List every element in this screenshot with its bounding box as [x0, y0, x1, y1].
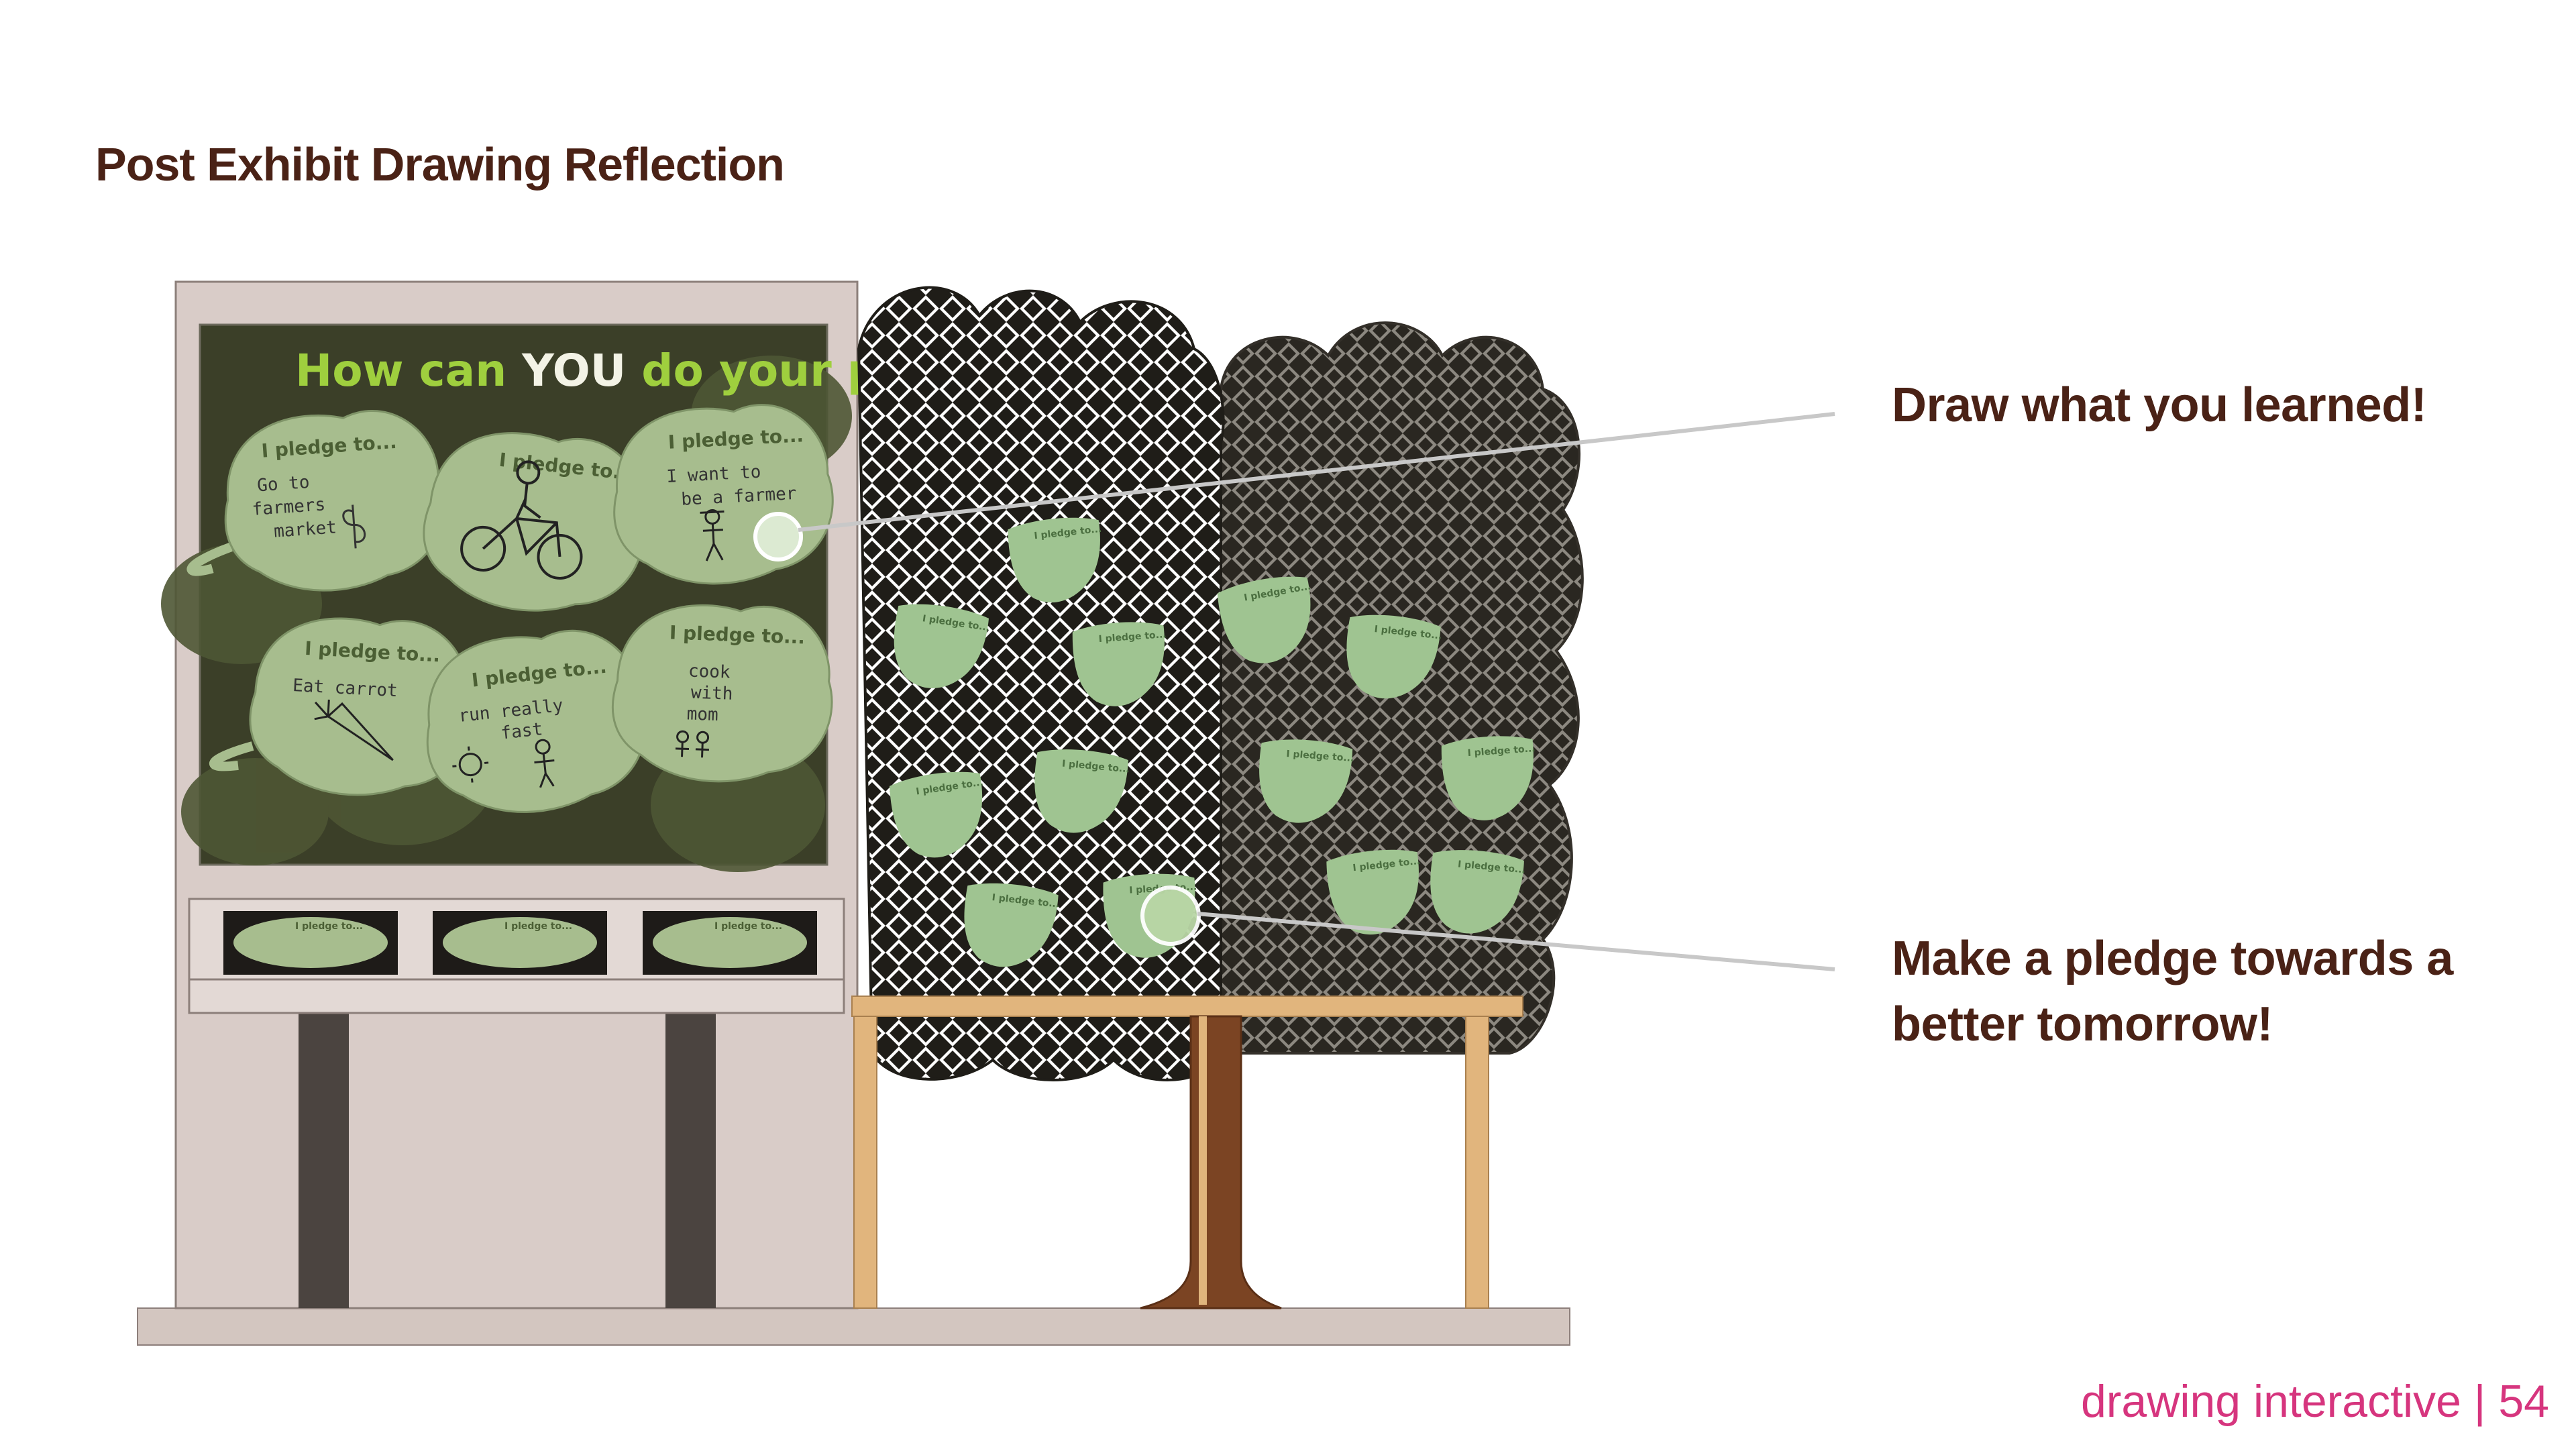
- callout-anchor-pledge: [1140, 885, 1201, 946]
- callout-line-drawing: [798, 412, 1835, 532]
- tree-leaf: I pledge to...: [1255, 737, 1354, 826]
- callout-anchor-drawing: [753, 512, 803, 561]
- pledge-leaf: I pledge to... Eat carrot: [209, 612, 476, 802]
- svg-text:I pledge to...: I pledge to...: [669, 621, 805, 648]
- sun-sketch-icon: [452, 746, 489, 783]
- pledge-card-slot: I pledge to...: [223, 911, 398, 975]
- tree-leaf: I pledge to...: [1030, 746, 1130, 837]
- tree-leaf: I pledge to...: [1440, 733, 1538, 823]
- tree-leaf: I pledge to...: [1071, 619, 1169, 709]
- tree-leaf: I pledge to...: [1216, 572, 1321, 670]
- pledge-leaf: I pledge to... Go to farmers market: [186, 405, 451, 598]
- svg-text:I pledge to...: I pledge to...: [1098, 629, 1167, 645]
- tree-leaf: I pledge to...: [1426, 847, 1525, 938]
- tree-canopy-front: [857, 286, 1225, 1081]
- callout-pledge: Make a pledge towards a better tomorrow!: [1892, 932, 2453, 1051]
- svg-text:fast: fast: [500, 719, 543, 743]
- svg-text:cook: cook: [688, 661, 731, 682]
- pledge-leaf: I pledge to... run really fast: [416, 623, 655, 823]
- carrot-sketch-icon: [314, 699, 394, 761]
- pledge-leaf: I pledge to... cook with mom: [609, 600, 837, 787]
- svg-text:with: with: [690, 683, 733, 704]
- stick-figure-sketch-icon: [675, 730, 710, 758]
- tree-leaf: I pledge to...: [1325, 846, 1426, 939]
- svg-text:I pledge to...: I pledge to...: [1286, 749, 1354, 764]
- pledge-card-slot: I pledge to...: [643, 911, 817, 975]
- bicycle-sketch-icon: [460, 460, 583, 580]
- tree-leaf: I pledge to...: [1341, 611, 1442, 704]
- pledge-card-slot: I pledge to...: [433, 911, 607, 975]
- stick-figure-sketch-icon: [534, 739, 555, 788]
- page-footer: drawing interactive | 54: [2080, 1376, 2549, 1427]
- tree-leaf: I pledge to...: [1006, 514, 1107, 607]
- svg-text:I pledge to...: I pledge to...: [714, 921, 782, 932]
- ground-base: [137, 1307, 1570, 1346]
- svg-text:I pledge to...: I pledge to...: [1467, 743, 1536, 759]
- svg-text:market: market: [273, 517, 337, 541]
- dollar-sketch-icon: [342, 504, 366, 549]
- svg-text:Go to: Go to: [256, 472, 310, 496]
- pledge-leaf: I pledge to... I want to be a farmer: [608, 400, 838, 590]
- svg-text:I pledge to...: I pledge to...: [295, 921, 363, 932]
- wooden-frame: [851, 996, 1523, 1309]
- callout-line-pledge: [1197, 912, 1835, 971]
- svg-text:mom: mom: [686, 704, 718, 725]
- tree-leaf: I pledge to...: [959, 879, 1060, 973]
- tree-leaf: I pledge to...: [887, 599, 990, 696]
- svg-text:I want to: I want to: [666, 462, 761, 487]
- tree-leaf: I pledge to...: [888, 767, 991, 863]
- page-title: Post Exhibit Drawing Reflection: [95, 138, 785, 191]
- callout-draw: Draw what you learned!: [1892, 378, 2427, 432]
- stick-figure-sketch-icon: [700, 508, 724, 561]
- svg-text:I pledge to...: I pledge to...: [504, 921, 572, 932]
- tree-trunk: [1140, 1015, 1282, 1309]
- pledge-leaf: I pledge to...: [415, 423, 654, 623]
